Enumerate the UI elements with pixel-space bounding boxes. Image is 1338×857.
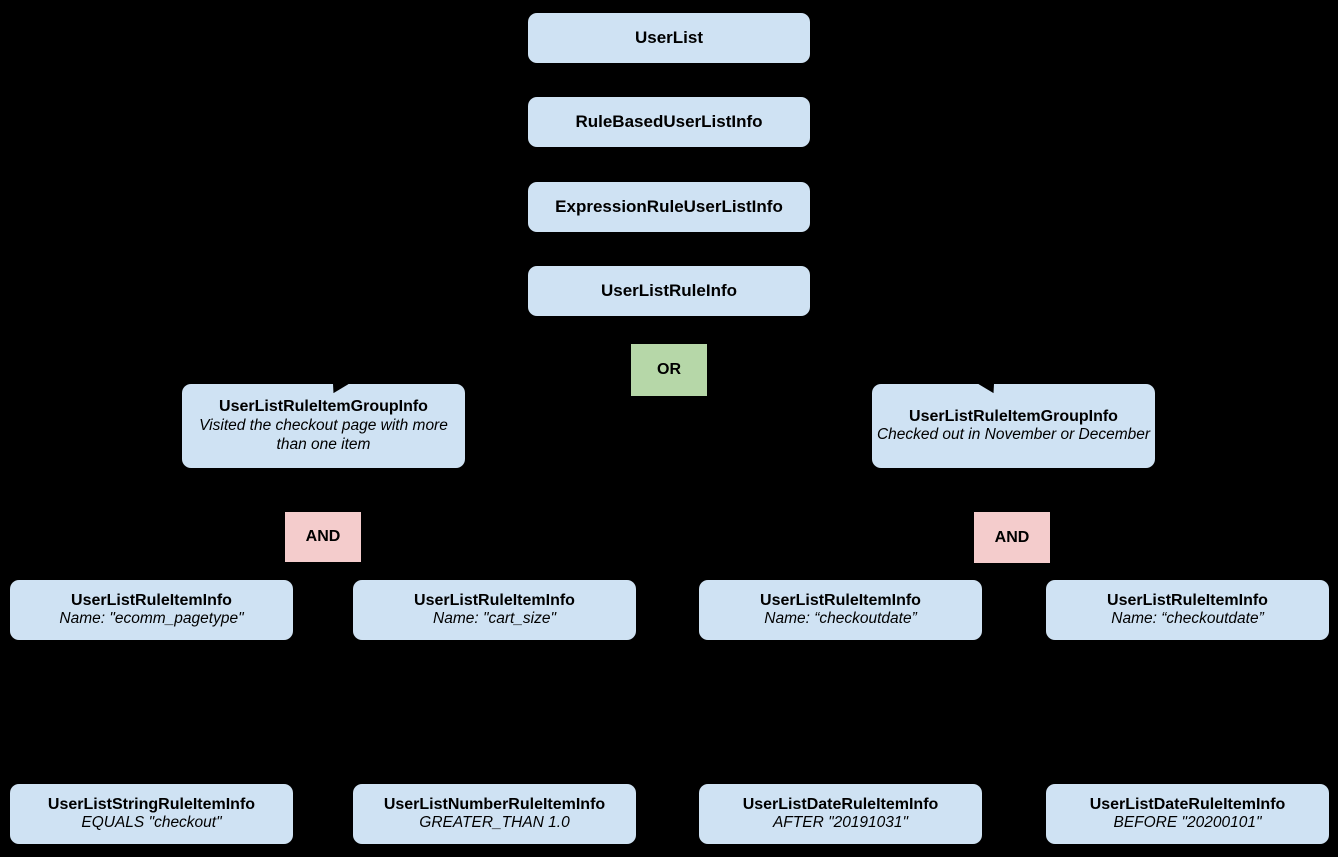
node-ruleitemgroup-right: UserListRuleItemGroupInfo Checked out in…: [872, 375, 1155, 468]
operator-and-left: AND: [284, 511, 362, 563]
arrowhead-icon: [325, 375, 349, 398]
node-ruleitem-ecomm-pagetype: UserListRuleItemInfo Name: "ecomm_pagety…: [10, 580, 293, 640]
node-description: Name: “checkoutdate”: [764, 610, 917, 628]
node-numberruleitem: UserListNumberRuleItemInfo GREATER_THAN …: [353, 784, 636, 844]
operator-label: AND: [994, 528, 1030, 546]
node-description: Visited the checkout page with more than…: [199, 416, 448, 453]
node-description: EQUALS "checkout": [81, 814, 222, 832]
node-rulebaseduserlistinfo: RuleBasedUserListInfo: [528, 97, 810, 147]
node-ruleitem-cart-size: UserListRuleItemInfo Name: "cart_size": [353, 580, 636, 640]
node-description: BEFORE "20200101": [1113, 814, 1262, 832]
arrowhead-icon: [978, 375, 1002, 398]
node-ruleitem-checkoutdate-1: UserListRuleItemInfo Name: “checkoutdate…: [699, 580, 982, 640]
node-description: AFTER "20191031": [772, 814, 909, 832]
node-userlist: UserList: [528, 13, 810, 63]
node-label: UserListRuleInfo: [600, 280, 738, 300]
operator-label: AND: [305, 528, 341, 545]
node-userlistruleinfo: UserListRuleInfo: [528, 266, 810, 316]
node-ruleitem-checkoutdate-2: UserListRuleItemInfo Name: “checkoutdate…: [1046, 580, 1329, 640]
node-dateruleitem-after: UserListDateRuleItemInfo AFTER "20191031…: [699, 784, 982, 844]
operator-or: OR: [630, 343, 708, 397]
node-title: UserListNumberRuleItemInfo: [383, 795, 606, 813]
node-label: ExpressionRuleUserListInfo: [555, 196, 783, 216]
node-title: UserListRuleItemInfo: [414, 591, 575, 609]
node-title: UserListRuleItemInfo: [1107, 591, 1268, 609]
node-label: RuleBasedUserListInfo: [575, 111, 763, 131]
node-ruleitemgroup-left: UserListRuleItemGroupInfo Visited the ch…: [182, 375, 465, 468]
node-title: UserListDateRuleItemInfo: [1089, 795, 1286, 813]
operator-label: OR: [657, 361, 681, 378]
node-description: Name: "cart_size": [433, 610, 556, 628]
node-description: Name: “checkoutdate”: [1111, 610, 1264, 628]
node-dateruleitem-before: UserListDateRuleItemInfo BEFORE "2020010…: [1046, 784, 1329, 844]
node-description: Name: "ecomm_pagetype": [59, 610, 244, 628]
node-title: UserListRuleItemGroupInfo: [909, 407, 1118, 425]
operator-and-right: AND: [973, 511, 1051, 564]
node-title: UserListRuleItemInfo: [760, 591, 921, 609]
node-label: UserList: [634, 27, 704, 47]
node-expressionruleuserlistinfo: ExpressionRuleUserListInfo: [528, 182, 810, 232]
node-title: UserListStringRuleItemInfo: [47, 795, 256, 813]
node-title: UserListRuleItemGroupInfo: [219, 398, 428, 416]
node-title: UserListDateRuleItemInfo: [742, 795, 939, 813]
node-description: Checked out in November or December: [876, 426, 1151, 444]
node-stringruleitem: UserListStringRuleItemInfo EQUALS "check…: [10, 784, 293, 844]
node-description: GREATER_THAN 1.0: [419, 814, 570, 832]
node-title: UserListRuleItemInfo: [71, 591, 232, 609]
